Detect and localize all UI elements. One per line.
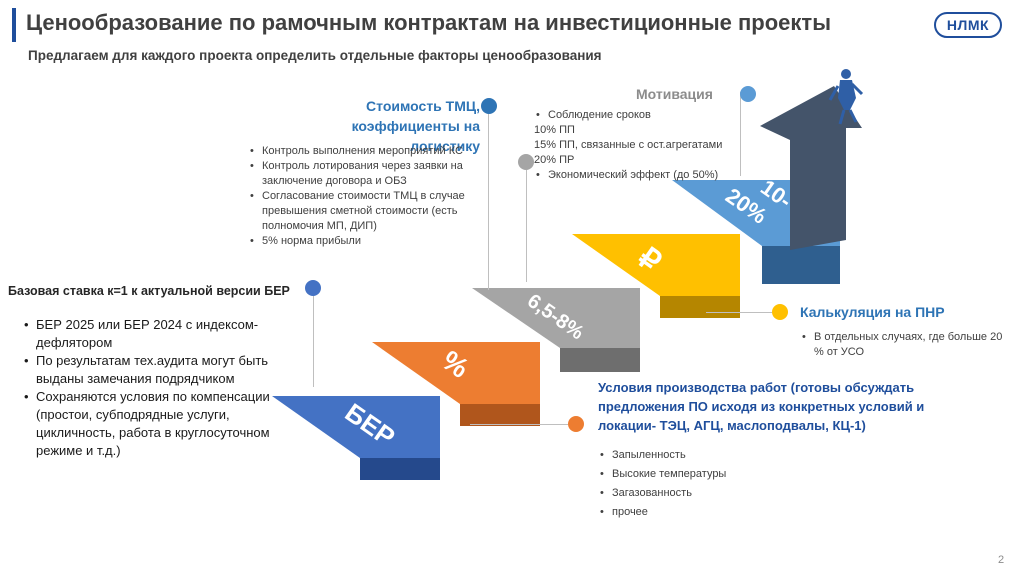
list-item: прочее	[598, 503, 838, 522]
motivation-heading: Мотивация	[636, 86, 713, 102]
dot-motivation-top	[740, 86, 756, 102]
list-item: Контроль выполнения мероприятий КС	[248, 144, 484, 159]
list-item: Соблюдение сроков	[534, 108, 754, 123]
motivation-line3: 20% ПР	[534, 153, 754, 168]
list-item: Запыленность	[598, 446, 838, 465]
dot-tmc	[481, 98, 497, 114]
pnr-heading: Калькуляция на ПНР	[800, 304, 945, 320]
list-item: Сохраняются условия по компенсации (прос…	[22, 388, 272, 460]
motivation-line2: 15% ПП, связанные с ост.агрегатами	[534, 138, 754, 153]
tmc-list: Контроль выполнения мероприятий КС Контр…	[248, 144, 484, 249]
list-item: Загазованность	[598, 484, 838, 503]
step5-side	[762, 246, 840, 284]
connector-conditions	[470, 424, 568, 425]
list-item: Согласование стоимости ТМЦ в случае прев…	[248, 189, 484, 234]
dot-motivation	[518, 154, 534, 170]
dot-pnr	[772, 304, 788, 320]
page-number: 2	[998, 554, 1004, 566]
step3-side	[560, 348, 640, 372]
list-item: В отдельных случаях, где больше 20 % от …	[800, 330, 1010, 360]
base-list: БЕР 2025 или БЕР 2024 с индексом-дефлято…	[22, 316, 272, 460]
base-heading: Базовая ставка к=1 к актуальной версии Б…	[8, 284, 308, 298]
pnr-list: В отдельных случаях, где больше 20 % от …	[800, 330, 1010, 360]
connector-motivation-v	[526, 170, 527, 282]
list-item: Высокие температуры	[598, 465, 838, 484]
list-item: По результатам тех.аудита могут быть выд…	[22, 352, 272, 388]
connector-tmc	[488, 104, 489, 290]
step2-side	[460, 404, 540, 426]
list-item: 5% норма прибыли	[248, 234, 484, 249]
connector-pnr	[706, 312, 772, 313]
motivation-line1: 10% ПП	[534, 123, 754, 138]
step1-side	[360, 458, 440, 480]
conditions-heading: Условия производства работ (готовы обсуж…	[598, 378, 938, 435]
step4-side	[660, 296, 740, 318]
list-item: Экономический эффект (до 50%)	[534, 168, 754, 183]
conditions-list: Запыленность Высокие температуры Загазов…	[598, 446, 838, 522]
list-item: Контроль лотирования через заявки на зак…	[248, 159, 484, 189]
motivation-list: Соблюдение сроков 10% ПП 15% ПП, связанн…	[534, 108, 754, 183]
dot-conditions	[568, 416, 584, 432]
list-item: БЕР 2025 или БЕР 2024 с индексом-дефлято…	[22, 316, 272, 352]
connector-base	[313, 292, 314, 387]
